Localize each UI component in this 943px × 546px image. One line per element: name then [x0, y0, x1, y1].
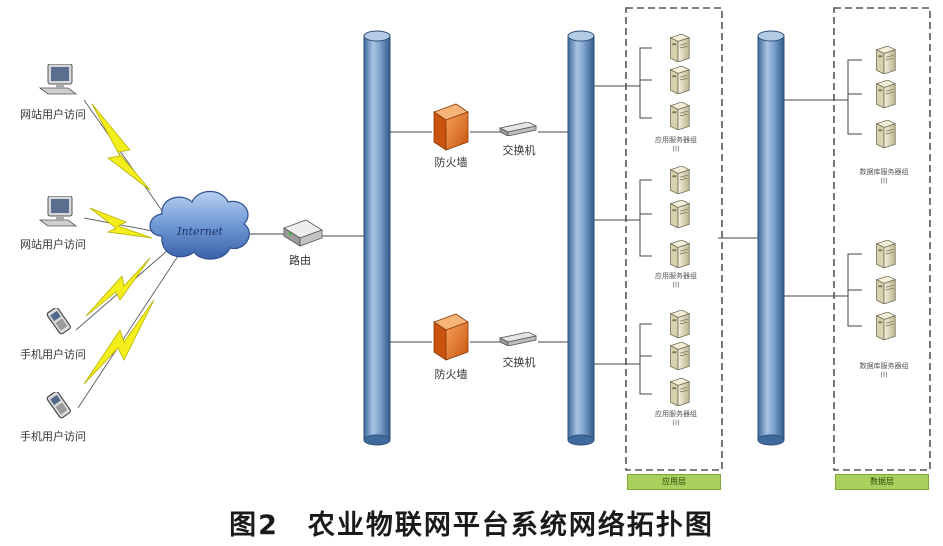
lightning-icon [83, 299, 155, 385]
db-server-group-label-2: 数据库服务器组(I) [859, 362, 909, 379]
server-icon [670, 34, 690, 62]
server-icon [670, 200, 690, 228]
app-server-group-3 [670, 310, 690, 406]
monitor-icon [39, 196, 77, 227]
phone-icon [45, 392, 72, 420]
lightning-icon [89, 207, 153, 239]
server-icon [670, 310, 690, 338]
switch-icon [499, 332, 537, 346]
db-server-group-2 [876, 240, 896, 340]
app-server-group-2 [670, 166, 690, 268]
firewall-icon [433, 103, 469, 151]
bracket-app1 [639, 47, 652, 119]
phone-icon [45, 308, 72, 336]
switch-label-1: 交换机 [502, 144, 536, 157]
db-server-group-1 [876, 46, 896, 148]
web-user-label-1: 网站用户访问 [20, 108, 86, 121]
bracket-app3 [639, 323, 652, 395]
server-icon [670, 66, 690, 94]
bracket-app2 [639, 179, 652, 257]
monitor-icon [39, 64, 77, 95]
app-layer-label: 应用层 [627, 474, 721, 490]
internet-label: Internet [176, 225, 223, 238]
app-server-group-1 [670, 34, 690, 130]
data-bus [757, 30, 785, 446]
server-icon [670, 166, 690, 194]
server-icon [876, 276, 896, 304]
figure-caption: 图2 农业物联网平台系统网络拓扑图 [229, 510, 714, 541]
bracket-db1 [847, 59, 862, 135]
firewall-label-2: 防火墙 [434, 368, 468, 381]
server-icon [876, 120, 896, 148]
firewall-icon [433, 313, 469, 361]
server-icon [670, 378, 690, 406]
server-icon [876, 46, 896, 74]
web-user-label-2: 网站用户访问 [20, 238, 86, 251]
wireless-lightning [83, 103, 155, 385]
data-layer-label: 数据层 [835, 474, 929, 490]
app-server-group-label-1: 应用服务器组(I) [655, 136, 697, 153]
mobile-user-label-1: 手机用户访问 [20, 348, 86, 361]
router-icon [283, 219, 323, 247]
core-bus [363, 30, 391, 446]
app-bus [567, 30, 595, 446]
server-icon [876, 312, 896, 340]
server-icon [670, 102, 690, 130]
lightning-icon [85, 257, 151, 317]
bracket-db2 [847, 253, 862, 327]
link-user2-cloud [83, 217, 159, 233]
switch-icon [499, 122, 537, 136]
server-icon [876, 80, 896, 108]
server-icon [876, 240, 896, 268]
lightning-icon [91, 103, 151, 191]
connection-lines [75, 47, 862, 409]
link-mobile2-cloud [77, 255, 179, 409]
switch-label-2: 交换机 [502, 356, 536, 369]
backbone-buses [363, 30, 785, 446]
router-label: 路由 [289, 254, 311, 267]
firewall-label-1: 防火墙 [434, 156, 468, 169]
link-user1-cloud [83, 99, 171, 223]
mobile-user-label-2: 手机用户访问 [20, 430, 86, 443]
app-server-group-label-2: 应用服务器组(I) [655, 272, 697, 289]
db-server-group-label-1: 数据库服务器组(I) [859, 168, 909, 185]
app-server-group-label-3: 应用服务器组(I) [655, 410, 697, 427]
server-icon [670, 342, 690, 370]
internet-cloud-icon [149, 190, 250, 260]
data-layer-box [833, 7, 931, 471]
app-layer-box [625, 7, 723, 471]
server-icon [670, 240, 690, 268]
